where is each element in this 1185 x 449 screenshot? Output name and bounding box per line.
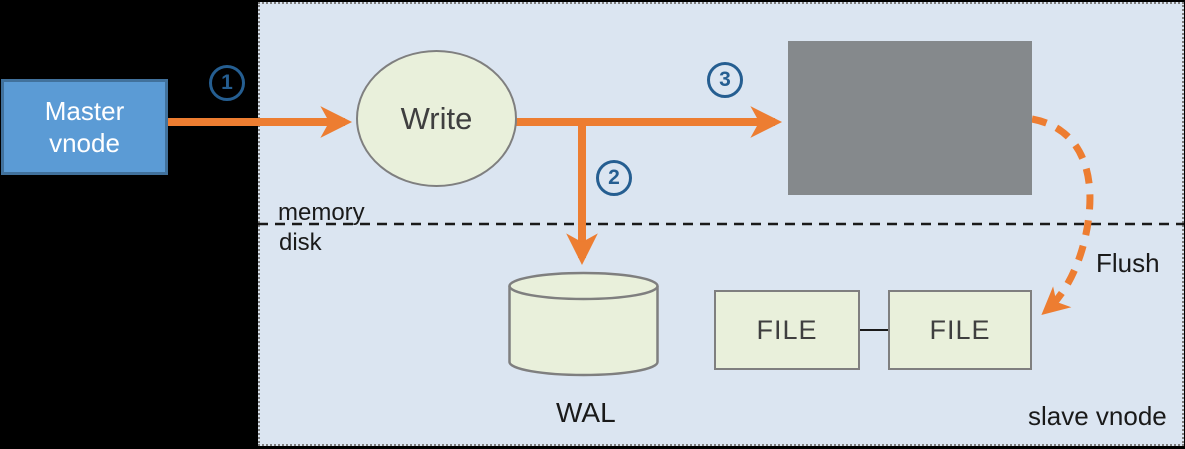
step-2-number: 2 bbox=[608, 166, 620, 189]
file-box-2: FILE bbox=[888, 290, 1032, 370]
slave-vnode-label: slave vnode bbox=[1028, 401, 1167, 431]
file-1-label: FILE bbox=[756, 314, 818, 345]
file-box-1: FILE bbox=[714, 290, 860, 370]
master-vnode-label-line1: Master bbox=[44, 95, 125, 126]
memtable bbox=[788, 41, 1032, 195]
memory-label: memory bbox=[278, 199, 365, 226]
file-2-label: FILE bbox=[929, 314, 991, 345]
step-3-number: 3 bbox=[719, 68, 731, 91]
step-1-number: 1 bbox=[221, 71, 233, 94]
write-label: Write bbox=[400, 100, 473, 136]
disk-label: disk bbox=[279, 229, 322, 256]
master-vnode-label-line2: vnode bbox=[49, 128, 120, 158]
step-2-badge: 2 bbox=[596, 160, 632, 196]
flush-label: Flush bbox=[1096, 248, 1160, 278]
wal-label: WAL bbox=[556, 397, 616, 428]
master-vnode-box: Master vnode bbox=[1, 79, 168, 175]
write-node: Write bbox=[356, 50, 517, 187]
step-1-badge: 1 bbox=[209, 65, 245, 101]
step-3-badge: 3 bbox=[707, 62, 743, 98]
